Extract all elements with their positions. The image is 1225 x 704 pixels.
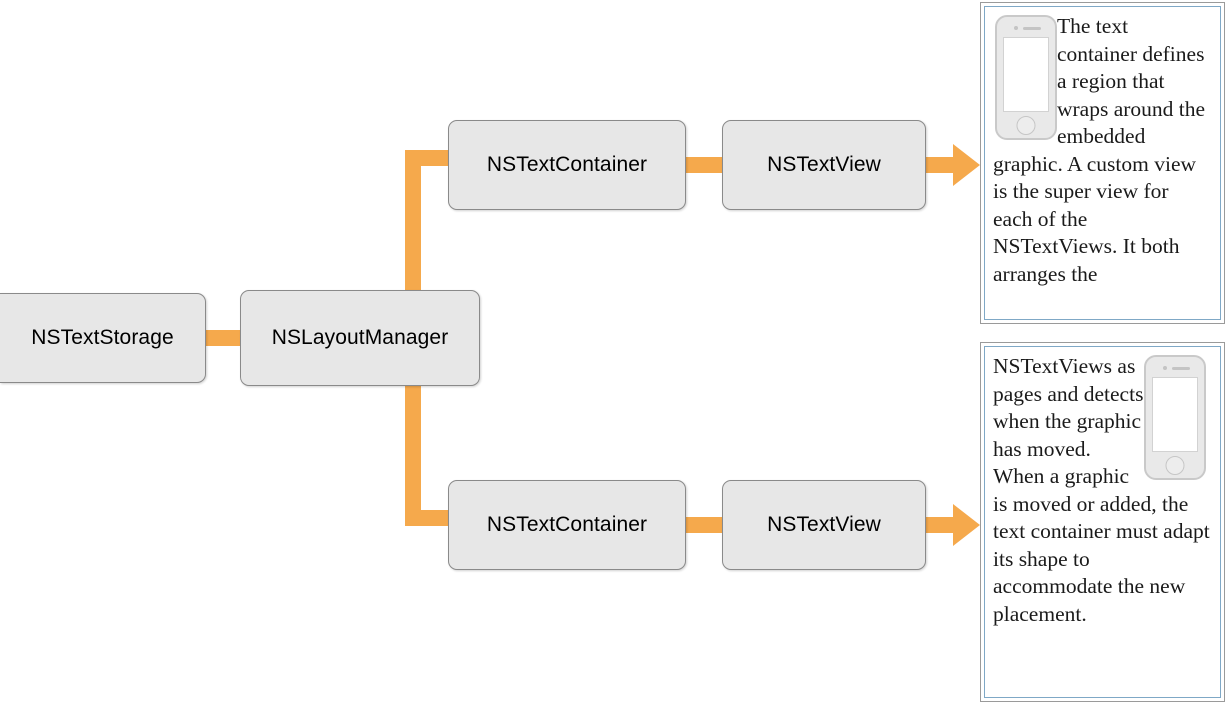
connector-container-to-view-bottom — [680, 517, 730, 533]
node-nstextview-bottom[interactable]: NSTextView — [722, 480, 926, 570]
text-card-bottom-inner: NSTextViews as pages and detects when th… — [984, 346, 1221, 698]
phone-speaker-bar — [1023, 27, 1041, 30]
node-nstextcontainer-top[interactable]: NSTextContainer — [448, 120, 686, 210]
phone-screen — [1152, 377, 1198, 452]
node-nstextcontainer-bottom-label: NSTextContainer — [486, 513, 648, 536]
phone-screen — [1003, 37, 1049, 112]
phone-icon — [995, 15, 1057, 140]
text-card-top-inner: The text container defines a region that… — [984, 6, 1221, 320]
phone-icon-wrapper-top — [995, 15, 1057, 140]
arrow-right-icon-top — [920, 144, 980, 186]
phone-icon-wrapper-bottom — [1144, 355, 1206, 480]
phone-speaker-bar — [1172, 367, 1190, 370]
phone-home-button — [1016, 116, 1036, 135]
connector-container-to-view-top — [680, 157, 730, 173]
node-nstextview-bottom-label: NSTextView — [767, 513, 881, 536]
phone-camera-dot — [1163, 366, 1167, 370]
phone-home-button — [1165, 456, 1185, 475]
node-nstextview-top[interactable]: NSTextView — [722, 120, 926, 210]
node-nslayoutmanager[interactable]: NSLayoutManager — [240, 290, 480, 386]
node-nstextstorage-label: NSTextStorage — [31, 326, 174, 349]
node-nslayoutmanager-label: NSLayoutManager — [271, 326, 449, 349]
text-card-top-body: The text container defines a region that… — [993, 14, 1206, 286]
text-card-top: The text container defines a region that… — [980, 2, 1225, 324]
connector-arm-top — [405, 150, 457, 166]
connector-storage-to-layoutmanager — [196, 330, 246, 346]
node-nstextcontainer-bottom[interactable]: NSTextContainer — [448, 480, 686, 570]
connector-layoutmanager-down — [405, 380, 421, 526]
text-card-bottom: NSTextViews as pages and detects when th… — [980, 342, 1225, 702]
node-nstextcontainer-top-label: NSTextContainer — [486, 153, 648, 176]
arrow-right-icon-bottom — [920, 504, 980, 546]
phone-camera-dot — [1014, 26, 1018, 30]
text-card-bottom-body: NSTextViews as pages and detects when th… — [993, 354, 1210, 626]
connector-arm-bottom — [405, 510, 457, 526]
connector-layoutmanager-up — [405, 150, 421, 295]
phone-icon — [1144, 355, 1206, 480]
node-nstextview-top-label: NSTextView — [767, 153, 881, 176]
node-nstextstorage[interactable]: NSTextStorage — [0, 293, 206, 383]
